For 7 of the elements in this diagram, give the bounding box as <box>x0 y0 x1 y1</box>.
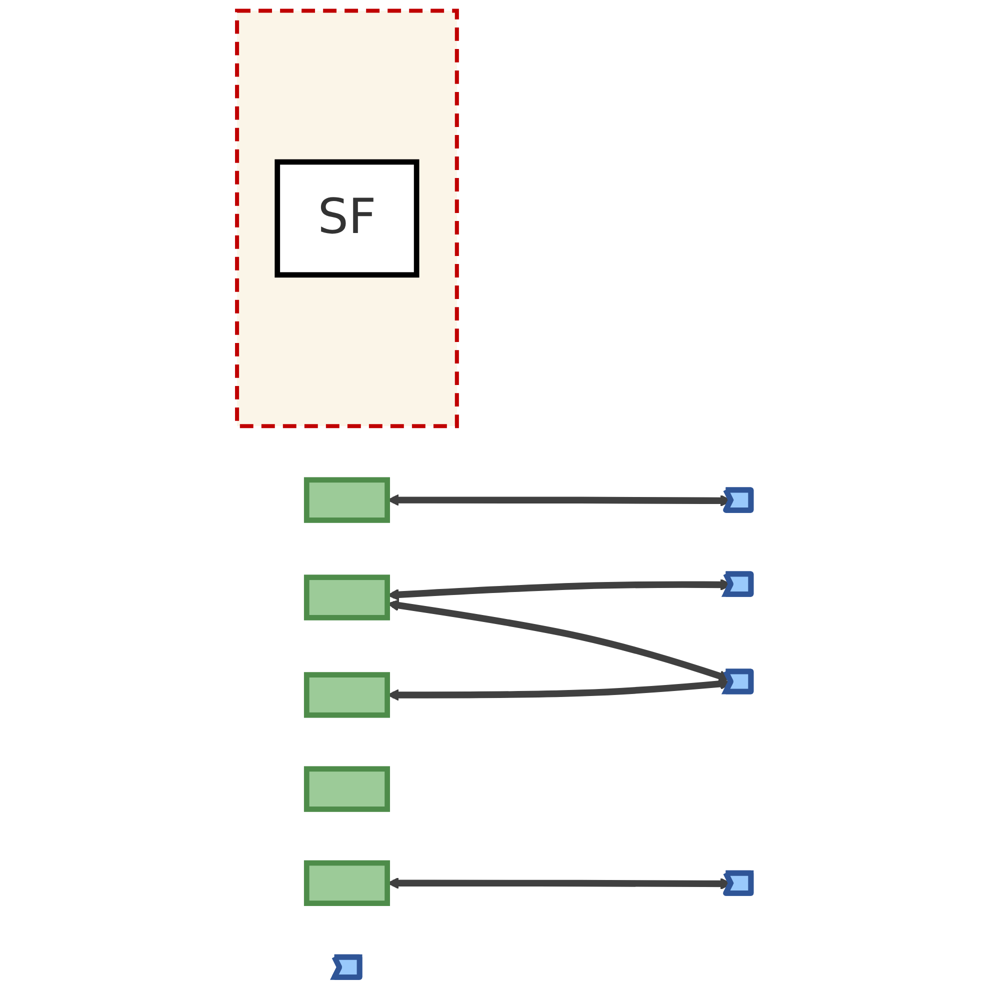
node-pentagon <box>304 672 390 718</box>
node-pentagon <box>304 860 390 906</box>
node-pentagon <box>304 477 390 523</box>
node-pentagon <box>304 574 390 620</box>
node-pentagon <box>304 766 390 812</box>
node-box: SF <box>274 159 420 278</box>
cluster <box>235 8 459 428</box>
